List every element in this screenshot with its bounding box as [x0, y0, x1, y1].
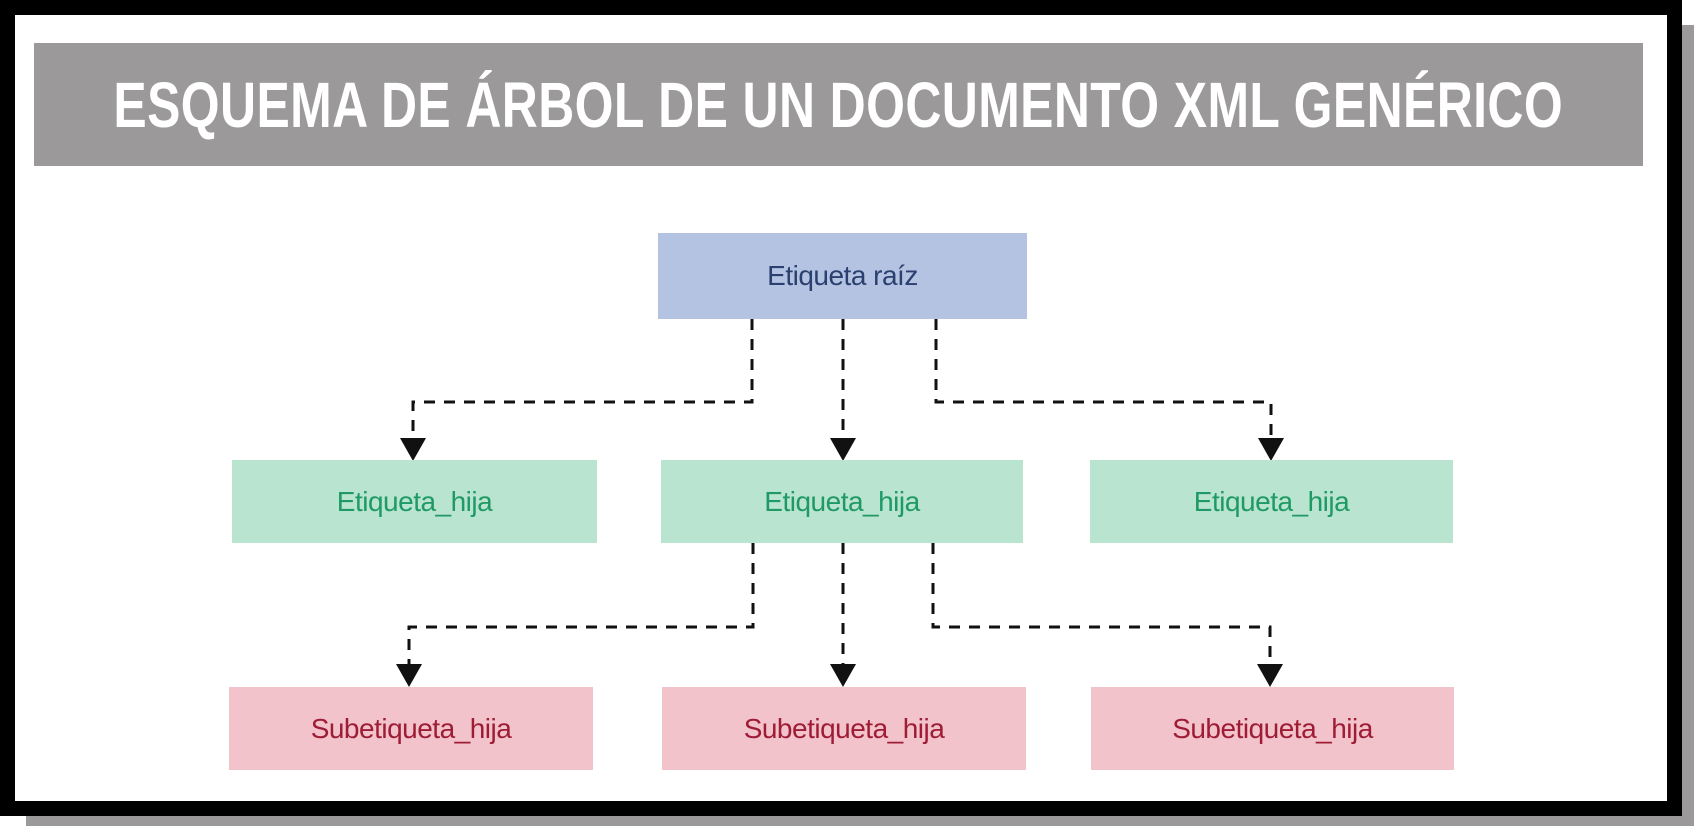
node-subchild-1: Subetiqueta_hija: [229, 687, 593, 770]
node-child-2: Etiqueta_hija: [661, 460, 1023, 543]
node-subchild-2: Subetiqueta_hija: [662, 687, 1026, 770]
title-banner: ESQUEMA DE ÁRBOL DE UN DOCUMENTO XML GEN…: [34, 43, 1643, 166]
node-child-label: Etiqueta_hija: [336, 485, 493, 517]
node-child-1: Etiqueta_hija: [232, 460, 597, 543]
node-subchild-label: Subetiqueta_hija: [1172, 712, 1373, 744]
node-root-label: Etiqueta raíz: [767, 260, 918, 291]
figure-title: ESQUEMA DE ÁRBOL DE UN DOCUMENTO XML GEN…: [113, 68, 1564, 141]
node-subchild-label: Subetiqueta_hija: [310, 712, 512, 744]
node-child-label: Etiqueta_hija: [1193, 485, 1350, 517]
node-subchild-3: Subetiqueta_hija: [1091, 687, 1454, 770]
node-root: Etiqueta raíz: [658, 233, 1027, 319]
node-child-3: Etiqueta_hija: [1090, 460, 1453, 543]
node-subchild-label: Subetiqueta_hija: [743, 712, 945, 744]
node-child-label: Etiqueta_hija: [764, 485, 920, 517]
